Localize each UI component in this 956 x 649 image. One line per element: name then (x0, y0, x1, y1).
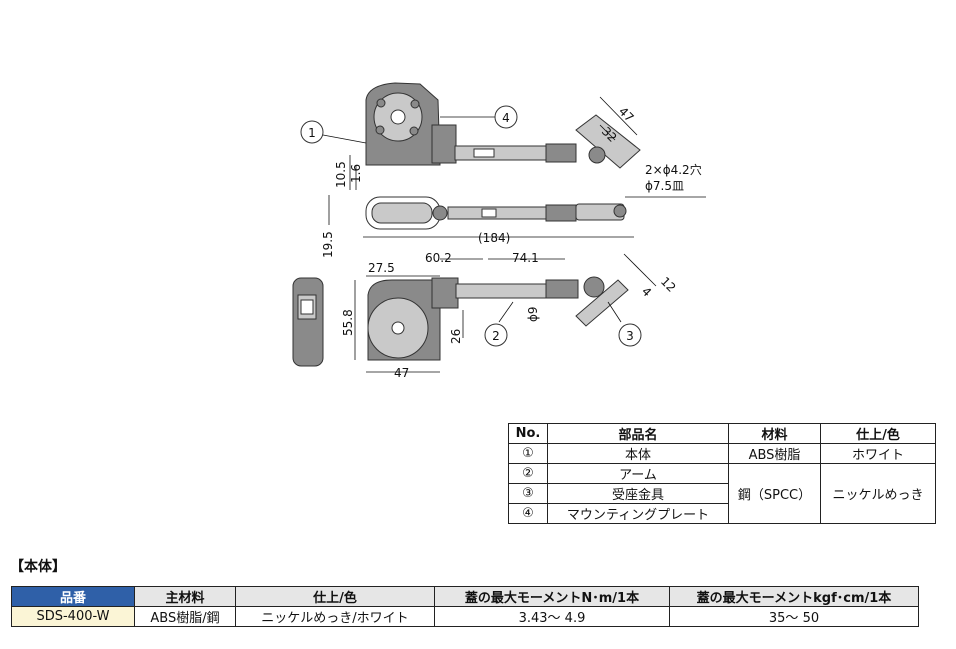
table-row: ① 本体 ABS樹脂 ホワイト (508, 443, 936, 464)
dim-phi9: ϕ9 (526, 306, 540, 322)
dim-4: 4 (639, 284, 654, 299)
header-moment-kgf: 蓋の最大モーメントkgf･cm/1本 (669, 586, 919, 607)
parts-table: No. 部品名 材料 仕上/色 ① 本体 ABS樹脂 ホワイト ② アーム 鋼（… (508, 423, 936, 524)
header-model: 品番 (11, 586, 135, 607)
row-no: ③ (508, 483, 548, 504)
callout-3-label: 3 (626, 329, 634, 343)
technical-drawing: 1 4 2 3 47 32 10.5 1.6 2×ϕ4.2穴 ϕ7.5皿 19.… (292, 82, 706, 380)
table-row: SDS-400-W ABS樹脂/鋼 ニッケルめっき/ホワイト 3.43～ 4.9… (11, 606, 919, 627)
callout-2-label: 2 (492, 329, 500, 343)
section-title: 【本体】 (10, 559, 66, 575)
dim-27-5: 27.5 (368, 261, 395, 275)
dim-47-top: 47 (616, 104, 637, 125)
row-material: ABS樹脂 (728, 443, 821, 464)
callout-4-label: 4 (502, 111, 510, 125)
dim-47-bottom: 47 (394, 366, 409, 380)
table-row: ② アーム 鋼（SPCC） ニッケルめっき (508, 463, 936, 524)
callout-1: 1 (300, 120, 324, 144)
left-side-view (292, 277, 324, 367)
row-finish: ホワイト (820, 443, 936, 464)
dim-1-6: 1.6 (349, 164, 363, 183)
hole-note-2: ϕ7.5皿 (645, 179, 684, 193)
shared-material: 鋼（SPCC） (728, 463, 821, 524)
row-name: マウンティングプレート (547, 503, 729, 524)
row-no: ① (508, 443, 548, 464)
callout-2: 2 (484, 323, 508, 347)
dim-55-8: 55.8 (341, 309, 355, 336)
dim-184: (184) (478, 231, 510, 245)
main-material: ABS樹脂/鋼 (134, 606, 236, 627)
top-view (365, 82, 641, 169)
header-finish: 仕上/色 (820, 423, 936, 444)
row-name: 本体 (547, 443, 729, 464)
row-no: ② (508, 463, 548, 484)
row-name: アーム (547, 463, 729, 484)
callout-4: 4 (494, 105, 518, 129)
spec-table: 品番 主材料 仕上/色 蓋の最大モーメントN･m/1本 蓋の最大モーメントkgf… (11, 586, 919, 627)
parts-table-header: No. 部品名 材料 仕上/色 (508, 423, 936, 444)
header-no: No. (508, 423, 548, 444)
dim-19-5: 19.5 (321, 231, 335, 258)
row-no: ④ (508, 503, 548, 524)
callout-1-label: 1 (308, 126, 316, 140)
dim-74-1: 74.1 (512, 251, 539, 265)
callout-3: 3 (618, 323, 642, 347)
side-view (365, 196, 627, 230)
header-material: 材料 (728, 423, 821, 444)
hole-note-1: 2×ϕ4.2穴 (645, 162, 702, 177)
shared-finish: ニッケルめっき (820, 463, 936, 524)
dim-26: 26 (449, 329, 463, 344)
dim-10-5: 10.5 (334, 161, 348, 188)
row-name: 受座金具 (547, 483, 729, 504)
header-part-name: 部品名 (547, 423, 729, 444)
dim-12: 12 (658, 274, 679, 295)
header-moment-nm: 蓋の最大モーメントN･m/1本 (434, 586, 670, 607)
header-finish: 仕上/色 (235, 586, 435, 607)
moment-kgf: 35～ 50 (669, 606, 919, 627)
dim-60-2: 60.2 (425, 251, 452, 265)
dimension-lines (322, 96, 706, 373)
table-row: ④ マウンティングプレート (508, 503, 936, 524)
header-main-material: 主材料 (134, 586, 236, 607)
moment-nm: 3.43～ 4.9 (434, 606, 670, 627)
spec-table-header: 品番 主材料 仕上/色 蓋の最大モーメントN･m/1本 蓋の最大モーメントkgf… (11, 586, 919, 607)
finish: ニッケルめっき/ホワイト (235, 606, 435, 627)
model-number: SDS-400-W (11, 606, 135, 627)
front-view (367, 276, 629, 361)
